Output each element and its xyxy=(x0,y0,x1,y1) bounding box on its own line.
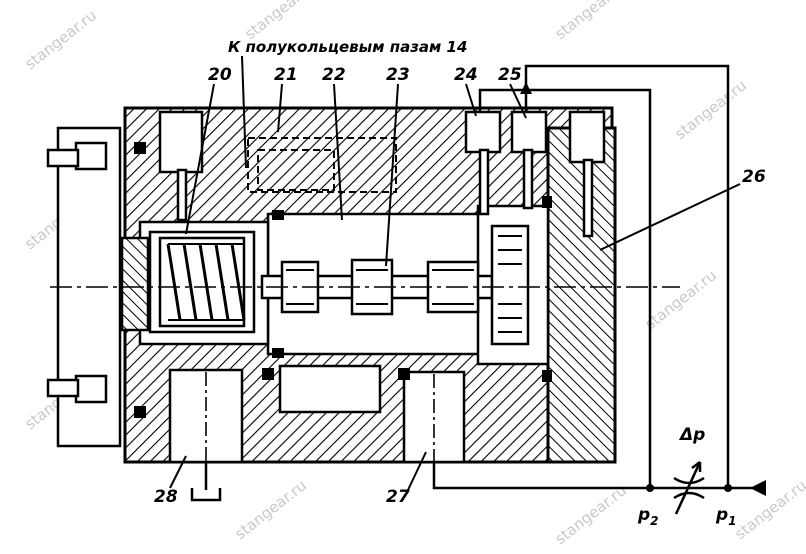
semicircular-groove xyxy=(247,137,397,193)
groove-caption: К полукольцевым пазам 14 xyxy=(228,38,467,56)
flow-arrows xyxy=(520,82,766,496)
callout-23: 23 xyxy=(386,65,410,85)
callout-24: 24 xyxy=(454,65,478,85)
callout-28: 28 xyxy=(154,487,178,507)
p1-subscript: 1 xyxy=(728,514,736,528)
p1-label: p1 xyxy=(715,505,737,528)
delta-p-label: Δp xyxy=(678,425,705,445)
callout-27: 27 xyxy=(386,487,410,507)
spring-coils xyxy=(166,243,246,321)
callout-26: 26 xyxy=(742,167,766,187)
callout-20: 20 xyxy=(208,65,232,85)
drain-tank-icon xyxy=(190,462,222,502)
throttle-icon xyxy=(673,461,705,515)
watermark-text: stangear.ru xyxy=(21,6,100,73)
p2-label: p2 xyxy=(637,505,659,528)
watermark-text: stangear.ru xyxy=(641,266,720,333)
watermark-text: stangear.ru xyxy=(241,0,320,43)
watermark-text: stangear.ru xyxy=(731,476,806,543)
callout-25: 25 xyxy=(498,65,522,85)
watermark-text: stangear.ru xyxy=(551,481,630,548)
callout-21: 21 xyxy=(274,65,298,85)
p2-subscript: 2 xyxy=(650,514,658,528)
callout-22: 22 xyxy=(322,65,346,85)
watermark-text: stangear.ru xyxy=(231,476,310,543)
watermark-text: stangear.ru xyxy=(551,0,630,43)
spring-assembly xyxy=(120,230,256,334)
seals xyxy=(134,142,552,418)
leader-lines xyxy=(169,55,741,491)
watermark-text: stangear.ru xyxy=(671,76,750,143)
